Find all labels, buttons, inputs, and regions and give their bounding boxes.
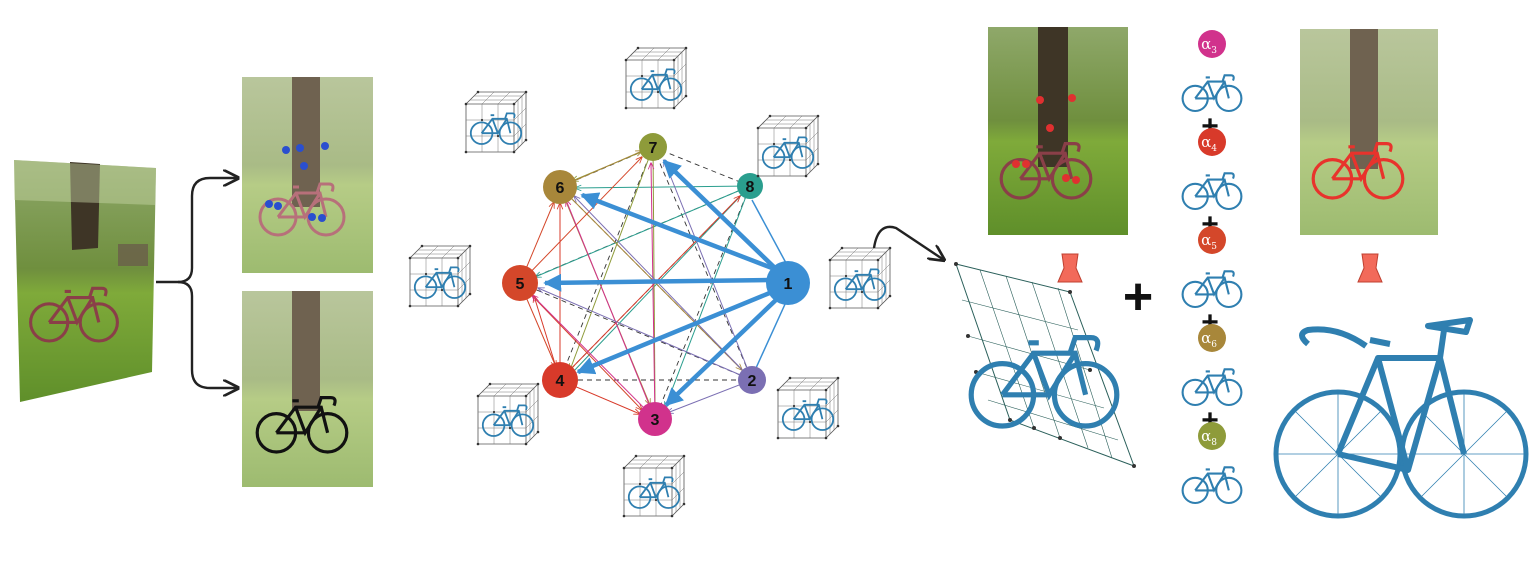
result-photo <box>1300 29 1438 235</box>
curved-arrow <box>874 227 944 260</box>
graph-node-1: 1 <box>766 261 810 305</box>
coefficient-term: α5+ <box>1183 226 1242 339</box>
bicycle-model-icon <box>1183 467 1242 503</box>
cage-model-3 <box>623 455 686 518</box>
graph-node-5: 5 <box>502 265 538 301</box>
camera-icon <box>1358 254 1382 282</box>
cage-model-8 <box>757 115 820 178</box>
bicycle-model-icon <box>1183 173 1242 209</box>
svg-text:6: 6 <box>556 180 565 197</box>
cage-model-4 <box>477 383 540 446</box>
graph-node-6: 6 <box>543 170 577 204</box>
strong-edges <box>545 161 778 405</box>
camera-icon <box>1058 254 1082 282</box>
cage-model-2 <box>777 377 840 440</box>
bicycle-3d-model-icon <box>971 338 1117 426</box>
tree-trunk <box>292 291 320 411</box>
cage-model-7 <box>625 47 688 110</box>
coefficient-term: α8 <box>1183 422 1242 503</box>
big-plus-sign: + <box>1123 268 1153 326</box>
graph-node-7: 7 <box>639 133 667 161</box>
bicycle-model-icon <box>1183 271 1242 307</box>
svg-text:4: 4 <box>556 373 565 390</box>
deformation-cage <box>954 262 1136 468</box>
coefficient-column: α3+α4+α5+α6+α8 <box>1183 30 1242 503</box>
svg-text:7: 7 <box>649 140 658 157</box>
cage-model-5 <box>409 245 472 308</box>
cage-model-1 <box>829 247 892 310</box>
cage-model-6 <box>465 91 528 154</box>
svg-text:3: 3 <box>651 412 660 429</box>
bicycle-model-icon <box>1183 369 1242 405</box>
bicycle-model-icon <box>1183 75 1242 111</box>
bench-icon <box>118 244 148 266</box>
keypoint-photo <box>242 77 373 273</box>
reconstructed-bicycle-model <box>1276 320 1526 516</box>
silhouette-photo <box>242 291 373 487</box>
coefficient-term: α6+ <box>1183 324 1242 437</box>
branch-arrow <box>156 178 238 388</box>
graph-node-4: 4 <box>542 362 578 398</box>
graph-node-2: 2 <box>738 366 766 394</box>
fit-keypoint-photo <box>988 27 1128 235</box>
coefficient-term: α3+ <box>1183 30 1242 143</box>
svg-text:1: 1 <box>784 276 793 293</box>
graph-node-8: 8 <box>737 173 763 199</box>
graph-node-3: 3 <box>638 402 672 436</box>
correspondence-graph: 1 2 3 4 5 6 7 8 <box>409 47 892 518</box>
input-photo <box>14 160 156 402</box>
svg-text:5: 5 <box>516 276 525 293</box>
coefficient-term: α4+ <box>1183 128 1242 241</box>
svg-text:2: 2 <box>748 373 757 390</box>
svg-text:8: 8 <box>746 179 755 196</box>
